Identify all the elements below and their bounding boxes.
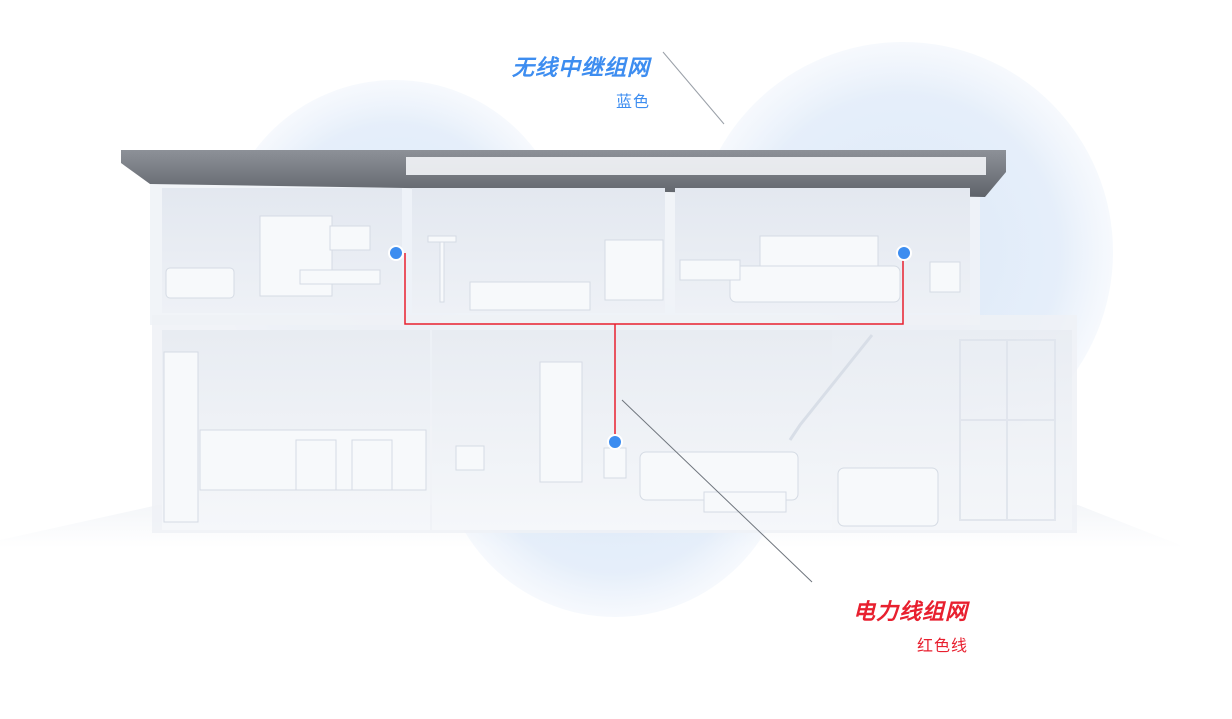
- roof-highlight: [406, 157, 986, 175]
- lounge-window: [959, 339, 1056, 521]
- powerline-mesh-subtitle: 红色线: [916, 636, 968, 655]
- wireless-mesh-label: 无线中继组网 蓝色: [440, 50, 650, 112]
- wireless-mesh-subtitle: 蓝色: [615, 92, 650, 111]
- powerline-leader-line: [621, 399, 813, 583]
- wireless-node-dot-icon: [607, 434, 623, 450]
- wireless-mesh-title: 无线中继组网: [511, 56, 650, 81]
- wireless-node-dot-icon: [896, 245, 912, 261]
- powerline-mesh-label: 电力线组网 红色线: [770, 594, 968, 656]
- powerline-mesh-title: 电力线组网: [852, 600, 968, 625]
- staircase: [788, 334, 874, 441]
- wireless-leader-line: [662, 51, 725, 125]
- wireless-node-dot-icon: [388, 245, 404, 261]
- powerline-wire: [404, 253, 904, 325]
- furniture: [163, 215, 961, 527]
